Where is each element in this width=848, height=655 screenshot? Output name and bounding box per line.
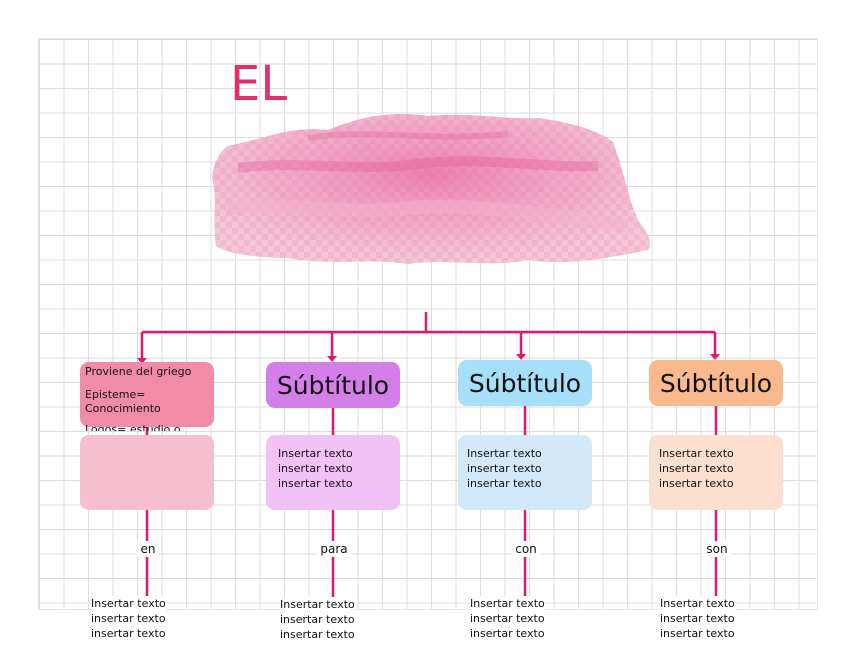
- column-3-body-line: insertar texto: [467, 461, 592, 476]
- column-4-body-line: insertar texto: [659, 476, 783, 491]
- column-2-subtitle: Súbtítulo: [277, 371, 389, 400]
- column-1-body-box[interactable]: [80, 435, 214, 510]
- footer-line: insertar texto: [660, 626, 735, 641]
- footer-line: insertar texto: [91, 611, 166, 626]
- footer-line: insertar texto: [660, 611, 735, 626]
- footer-line: insertar texto: [280, 612, 355, 627]
- column-2-subtitle-box[interactable]: Súbtítulo: [266, 362, 400, 408]
- column-1-footer-text[interactable]: Insertar texto insertar texto insertar t…: [91, 596, 166, 641]
- column-3-subtitle: Súbtítulo: [469, 369, 581, 398]
- column-3-footer-text[interactable]: Insertar texto insertar texto insertar t…: [470, 596, 545, 641]
- column-4-body-box[interactable]: Insertar texto insertar texto insertar t…: [649, 435, 783, 510]
- footer-line: insertar texto: [91, 626, 166, 641]
- watercolor-brush-image[interactable]: [208, 108, 658, 268]
- footer-line: insertar texto: [280, 627, 355, 642]
- column-1-header-line: Proviene del griego: [85, 365, 214, 379]
- footer-line: insertar texto: [470, 611, 545, 626]
- column-3-body-line: Insertar texto: [467, 446, 592, 461]
- footer-line: Insertar texto: [470, 596, 545, 611]
- column-4-subtitle-box[interactable]: Súbtítulo: [649, 360, 783, 406]
- column-3-body-box[interactable]: Insertar texto insertar texto insertar t…: [458, 435, 592, 510]
- column-2-body-box[interactable]: Insertar texto insertar texto insertar t…: [266, 435, 400, 510]
- column-2-body-line: insertar texto: [278, 476, 400, 491]
- footer-line: Insertar texto: [91, 596, 166, 611]
- footer-line: insertar texto: [470, 626, 545, 641]
- column-1-header-line: Episteme= Conocimiento: [85, 388, 214, 416]
- column-2-body-line: insertar texto: [278, 461, 400, 476]
- column-1-header-box[interactable]: Proviene del griego Episteme= Conocimien…: [80, 362, 214, 427]
- diagram-title[interactable]: EL: [230, 56, 287, 112]
- column-3-subtitle-box[interactable]: Súbtítulo: [458, 360, 592, 406]
- connector-word-1[interactable]: en: [137, 541, 160, 557]
- connector-word-2[interactable]: para: [316, 541, 351, 557]
- column-1-header-line: Logos= estudio o: [85, 423, 214, 431]
- connector-word-3[interactable]: con: [511, 541, 541, 557]
- connector-word-4[interactable]: son: [702, 541, 731, 557]
- column-2-footer-text[interactable]: Insertar texto insertar texto insertar t…: [280, 597, 355, 642]
- column-4-footer-text[interactable]: Insertar texto insertar texto insertar t…: [660, 596, 735, 641]
- column-3-body-line: insertar texto: [467, 476, 592, 491]
- footer-line: Insertar texto: [280, 597, 355, 612]
- column-2-body-line: Insertar texto: [278, 446, 400, 461]
- footer-line: Insertar texto: [660, 596, 735, 611]
- column-4-body-line: insertar texto: [659, 461, 783, 476]
- column-4-body-line: Insertar texto: [659, 446, 783, 461]
- column-4-subtitle: Súbtítulo: [660, 369, 772, 398]
